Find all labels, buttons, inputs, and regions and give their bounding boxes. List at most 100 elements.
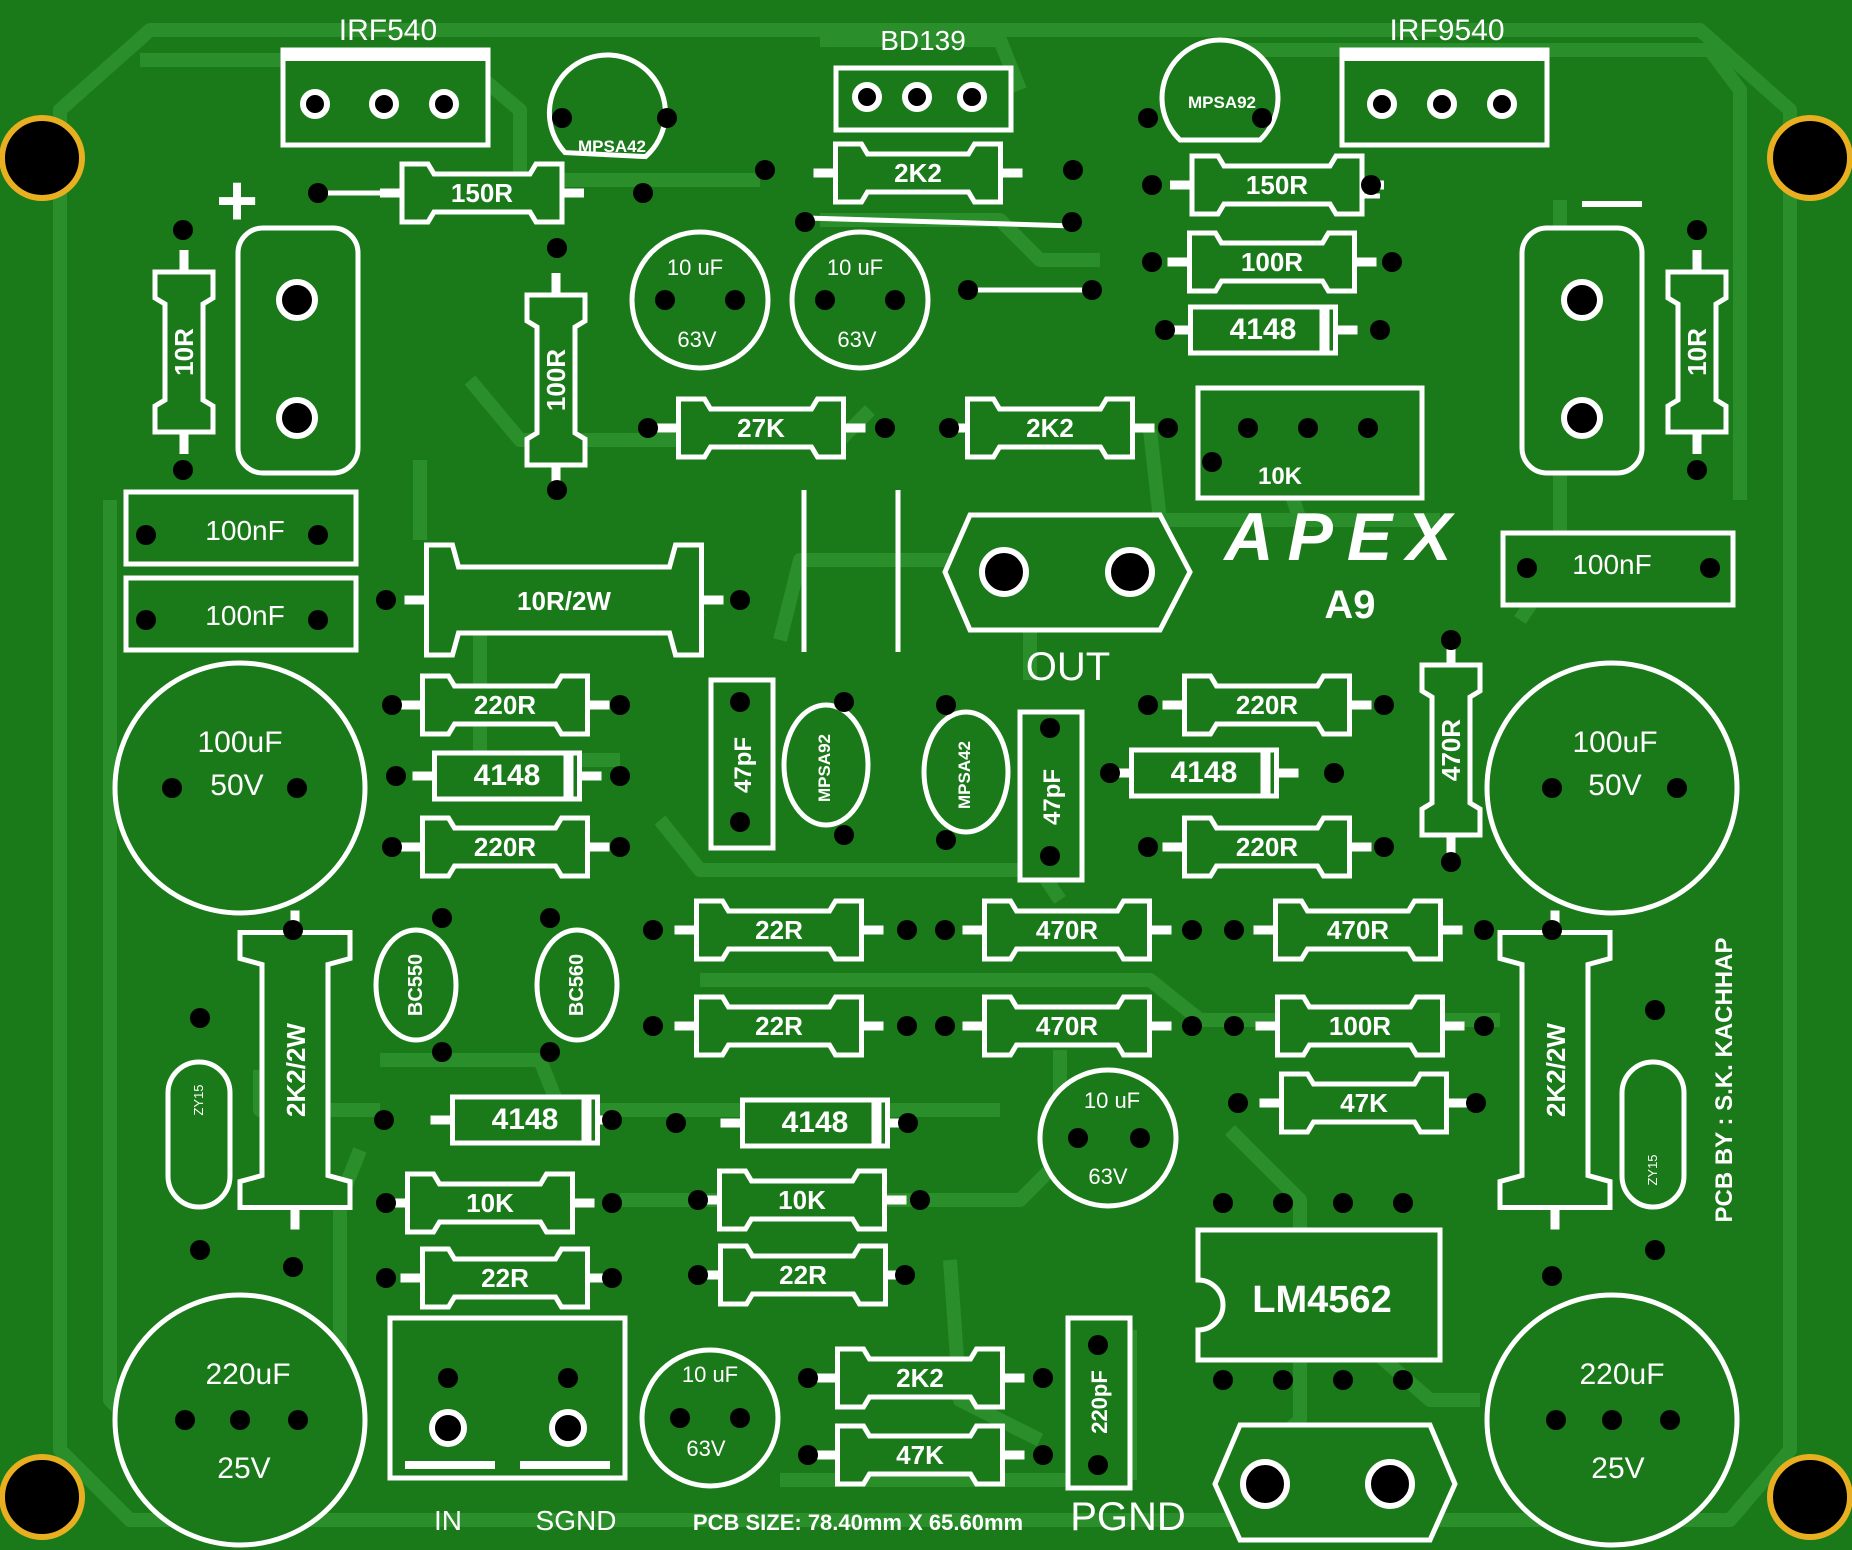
solder-pad xyxy=(610,837,630,857)
solder-pad xyxy=(1324,763,1344,783)
solder-pad xyxy=(755,160,775,180)
solder-pad xyxy=(1100,763,1120,783)
d4148-a-diode: 4148 xyxy=(412,750,602,802)
solder-pad xyxy=(547,480,567,500)
bc560-label: BC560 xyxy=(566,954,588,1016)
r22-a-label: 22R xyxy=(755,915,803,945)
solder-pad xyxy=(1142,252,1162,272)
solder-pad xyxy=(1382,252,1402,272)
cap-100nf-2-value: 100nF xyxy=(205,600,284,631)
solder-pad xyxy=(1687,460,1707,480)
cap-100uf-left-voltage: 50V xyxy=(210,769,263,802)
solder-pad xyxy=(1252,108,1272,128)
r2k2-2w-right-label: 2K2/2W xyxy=(1541,1023,1571,1117)
r10-left-resistor: 10R xyxy=(152,250,216,454)
r220-d-label: 220R xyxy=(1236,832,1298,862)
solder-pad xyxy=(432,1042,452,1062)
brand-logo: APEX xyxy=(1222,499,1465,575)
r470-b-resistor: 470R xyxy=(962,994,1172,1058)
minus-connector-outline xyxy=(1519,225,1645,476)
solder-pad xyxy=(1365,1459,1415,1509)
solder-pad xyxy=(1182,1016,1202,1036)
irf9540-label: IRF9540 xyxy=(1389,14,1504,47)
r10r2w-label: 10R/2W xyxy=(517,586,611,616)
terminal-block-outline xyxy=(387,1315,628,1481)
mount-hole-br xyxy=(1767,1454,1852,1540)
cap-10uf-c-voltage: 63V xyxy=(1088,1164,1127,1189)
solder-pad xyxy=(1645,1000,1665,1020)
solder-pad xyxy=(230,1410,250,1430)
solder-pad xyxy=(885,290,905,310)
solder-pad xyxy=(1466,1093,1486,1113)
cap-100nf-1-value: 100nF xyxy=(205,515,284,546)
r220-b-resistor: 220R xyxy=(400,815,610,879)
r10k-b-label: 10K xyxy=(778,1185,826,1215)
r100-mid-label: 100R xyxy=(1329,1011,1391,1041)
r22-b-label: 22R xyxy=(755,1011,803,1041)
solder-pad xyxy=(1374,695,1394,715)
solder-pad xyxy=(549,1409,587,1447)
r47k-a-label: 47K xyxy=(1340,1088,1388,1118)
mounting-holes xyxy=(0,115,1852,1540)
solder-pad xyxy=(1228,1093,1248,1113)
solder-pad xyxy=(1561,397,1603,439)
cap-100uf-right-value: 100uF xyxy=(1572,726,1657,759)
solder-pad xyxy=(1033,1368,1053,1388)
sgnd-label: SGND xyxy=(536,1505,617,1536)
solder-pad xyxy=(1474,1016,1494,1036)
solder-pad xyxy=(798,1368,818,1388)
solder-pad xyxy=(1358,418,1378,438)
solder-pad xyxy=(374,1110,394,1130)
bc550-label: BC550 xyxy=(405,954,427,1016)
mpsa92-top-outline xyxy=(1159,37,1281,143)
d4148-top-diode: 4148 xyxy=(1168,304,1358,356)
solder-pad xyxy=(1561,279,1603,321)
solder-pad xyxy=(1361,175,1381,195)
labels: IRF540 BD139 IRF9540 + — OUT PGND IN SGN… xyxy=(191,14,1738,1539)
r220-d-resistor: 220R xyxy=(1162,815,1372,879)
solder-pad xyxy=(1105,547,1155,597)
solder-pad xyxy=(939,418,959,438)
solder-pad xyxy=(730,590,750,610)
r10-left-label: 10R xyxy=(169,328,199,376)
r10r2w-resistor: 10R/2W xyxy=(404,542,724,658)
d4148-top-label: 4148 xyxy=(1230,313,1297,346)
minus-label: — xyxy=(1582,166,1642,233)
solder-pad xyxy=(1063,160,1083,180)
r470-c-resistor: 470R xyxy=(1253,898,1463,962)
solder-pad xyxy=(190,1240,210,1260)
solder-pad xyxy=(376,1193,396,1213)
zener-left-outline xyxy=(165,1059,233,1210)
mount-hole-tl xyxy=(0,115,85,201)
solder-pad xyxy=(1088,1455,1108,1475)
mpsa42-top-label: MPSA42 xyxy=(578,137,646,156)
r2k2-top-resistor: 2K2 xyxy=(813,141,1023,205)
solder-pad xyxy=(875,418,895,438)
cap-10uf-a-voltage: 63V xyxy=(677,327,716,352)
credit-label: PCB BY : S.K. KACHHAP xyxy=(1711,938,1738,1223)
cap-10uf-d-voltage: 63V xyxy=(686,1436,725,1461)
solder-pad xyxy=(602,1268,622,1288)
zener-right-outline xyxy=(1619,1059,1687,1210)
r220-c-resistor: 220R xyxy=(1162,673,1372,737)
solder-pad xyxy=(897,920,917,940)
solder-pad xyxy=(429,1409,467,1447)
solder-pad xyxy=(283,1257,303,1277)
cap-10uf-b-value: 10 uF xyxy=(827,255,883,280)
solder-pad xyxy=(540,908,560,928)
zener-right-label: ZY15 xyxy=(1645,1154,1660,1185)
r47k-a-resistor: 47K xyxy=(1259,1071,1469,1135)
model-label: A9 xyxy=(1324,583,1375,627)
solder-pad xyxy=(1158,418,1178,438)
solder-pad xyxy=(1542,920,1562,940)
solder-pad xyxy=(1474,920,1494,940)
mount-hole-tr xyxy=(1767,115,1852,201)
mpsa42-mid-label: MPSA42 xyxy=(955,741,974,809)
r2k2-2w-right-resistor: 2K2/2W xyxy=(1497,910,1613,1230)
solder-pad xyxy=(666,1113,686,1133)
cap-10uf-b-voltage: 63V xyxy=(837,327,876,352)
r2k2-2w-left-resistor: 2K2/2W xyxy=(237,910,353,1230)
r470-vertical-resistor: 470R xyxy=(1419,643,1483,857)
cap-100nf-3-outline xyxy=(1500,530,1736,608)
d4148-a-label: 4148 xyxy=(474,759,541,792)
